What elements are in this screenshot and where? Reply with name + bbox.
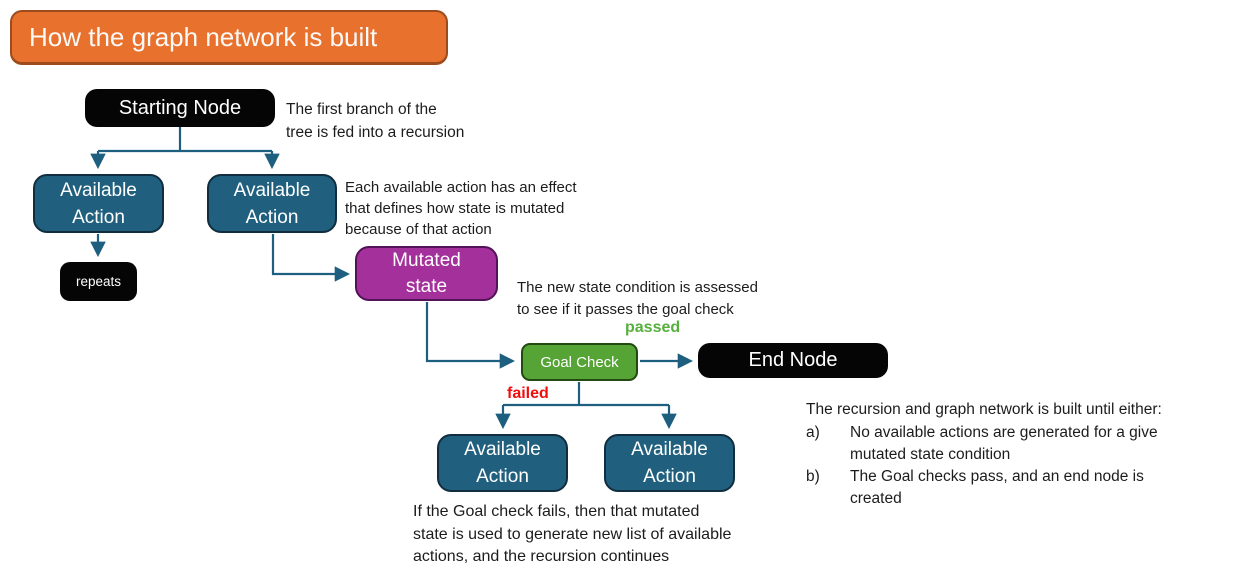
annotation-assessed: The new state condition is assessed to s…: [517, 279, 758, 318]
node-available-action-3: Available Action: [437, 434, 568, 492]
edge-label-passed: passed: [625, 319, 681, 336]
arrow-to-mutated-state: [271, 234, 351, 282]
list-text-a: No available actions are generated for a…: [850, 424, 1158, 463]
node-available-action-2: Available Action: [207, 174, 337, 233]
annotation-effect: Each available action has an effect that…: [345, 179, 577, 238]
node-label: Available Action: [464, 439, 541, 487]
node-label: Mutated state: [392, 249, 461, 297]
annotation-until-list: The recursion and graph network is built…: [806, 399, 1238, 510]
node-label: Available Action: [631, 439, 708, 487]
slide-title: How the graph network is built: [10, 10, 448, 65]
node-mutated-state: Mutated state: [355, 246, 498, 301]
edge-label-failed: failed: [507, 385, 549, 402]
list-text-b: The Goal checks pass, and an end node is…: [850, 468, 1144, 507]
until-item-a: a) No available actions are generated fo…: [806, 422, 1238, 466]
node-label: Available Action: [60, 179, 137, 228]
until-intro: The recursion and graph network is built…: [806, 401, 1162, 418]
annotation-first-branch: The first branch of the tree is fed into…: [286, 101, 465, 141]
arrow-to-goal-check: [425, 302, 516, 369]
node-available-action-1: Available Action: [33, 174, 164, 233]
node-repeats: repeats: [60, 262, 137, 301]
node-goal-check: Goal Check: [521, 343, 638, 381]
annotation-goal-fails: If the Goal check fails, then that mutat…: [413, 503, 732, 565]
node-available-action-4: Available Action: [604, 434, 735, 492]
list-marker-a: a): [806, 424, 820, 441]
node-label: Available Action: [233, 179, 311, 228]
node-starting: Starting Node: [85, 89, 275, 127]
node-end: End Node: [698, 343, 888, 378]
until-item-b: b) The Goal checks pass, and an end node…: [806, 466, 1238, 510]
list-marker-b: b): [806, 468, 820, 485]
starting-branch-bar: [98, 127, 272, 153]
